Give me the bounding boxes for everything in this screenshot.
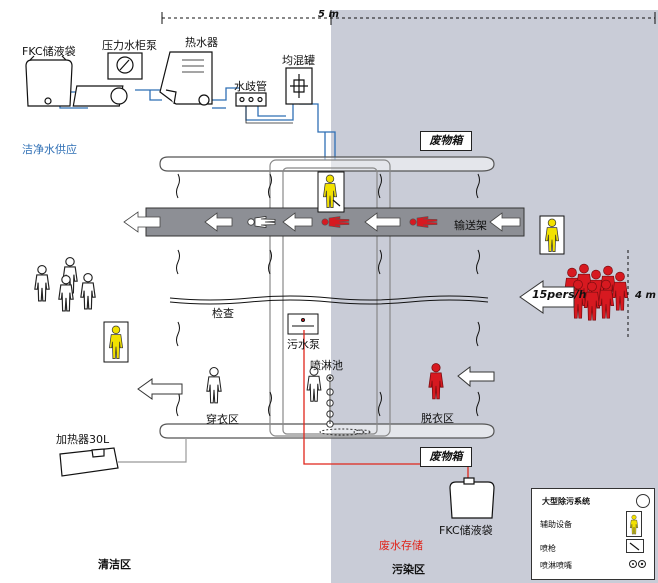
mixer-icon: [285, 67, 313, 105]
dressing-person-icon: [206, 366, 222, 404]
legend-logo-icon: [636, 494, 650, 508]
sewage-pump-label: 污水泵: [287, 338, 320, 351]
undressing-person-red-icon: [428, 362, 444, 400]
water-heater-icon: [159, 51, 213, 106]
manifold-label: 水歧管: [234, 80, 267, 93]
contaminated-zone-label: 污染区: [392, 563, 425, 576]
pressure-tank-label: 压力水柜泵: [102, 39, 157, 52]
tent-enclosure: [159, 156, 495, 439]
pressure-tank-icon: [72, 52, 143, 107]
heater-label: 加热器30L: [56, 433, 110, 446]
legend-spray-gun-icon: [626, 539, 644, 553]
fkc-bag-top-label: FKC储液袋: [22, 45, 76, 58]
undressing-area-label: 脱衣区: [421, 412, 454, 425]
clean-water-supply-label: 洁净水供应: [22, 143, 77, 156]
waste-box-bottom: 废物箱: [420, 447, 472, 467]
side-dimension-label: 4 m: [635, 290, 656, 301]
clean-persons-group-icon: [34, 256, 96, 312]
mixer-label: 均混罐: [282, 54, 315, 67]
waste-box-top: 废物箱: [420, 131, 472, 151]
legend-item-aux: 辅助设备: [540, 520, 572, 529]
top-dimension-label: 5 m: [318, 9, 339, 20]
undress-arrow-icon: [457, 366, 495, 388]
sewage-pump-icon: [287, 313, 319, 335]
exit-arrow-icon: [137, 378, 183, 400]
waste-water-storage-label: 废水存储: [379, 539, 423, 552]
clean-zone-label: 清洁区: [98, 558, 131, 571]
legend-title: 大型除污系统: [542, 496, 590, 506]
manifold-icon: [235, 92, 267, 107]
heater-30l-icon: [59, 447, 119, 477]
legend-aux-icon: [626, 511, 642, 537]
flow-rate-label: 15pers/h: [532, 288, 587, 301]
shower-pool-label: 喷淋池: [310, 359, 343, 372]
legend-nozzle-icon: [628, 559, 648, 572]
water-heater-label: 热水器: [185, 36, 218, 49]
fkc-bag-bottom-label: FKC储液袋: [439, 524, 493, 537]
fkc-bag-top-icon: [25, 55, 73, 107]
legend-item-nozzle: 喷淋喷嘴: [540, 561, 572, 570]
conveyor-label: 输送架: [454, 219, 487, 232]
legend: 大型除污系统 辅助设备 喷枪 喷淋喷嘴: [531, 488, 655, 580]
fkc-bag-bottom-icon: [449, 477, 495, 519]
dressing-area-label: 穿衣区: [206, 413, 239, 426]
shower-nozzles-icon: [326, 374, 334, 428]
waste-water-line: [303, 330, 469, 480]
inspection-label: 检查: [212, 307, 234, 320]
legend-item-spray-gun: 喷枪: [540, 544, 556, 553]
entry-arrow-icon: [519, 280, 575, 314]
